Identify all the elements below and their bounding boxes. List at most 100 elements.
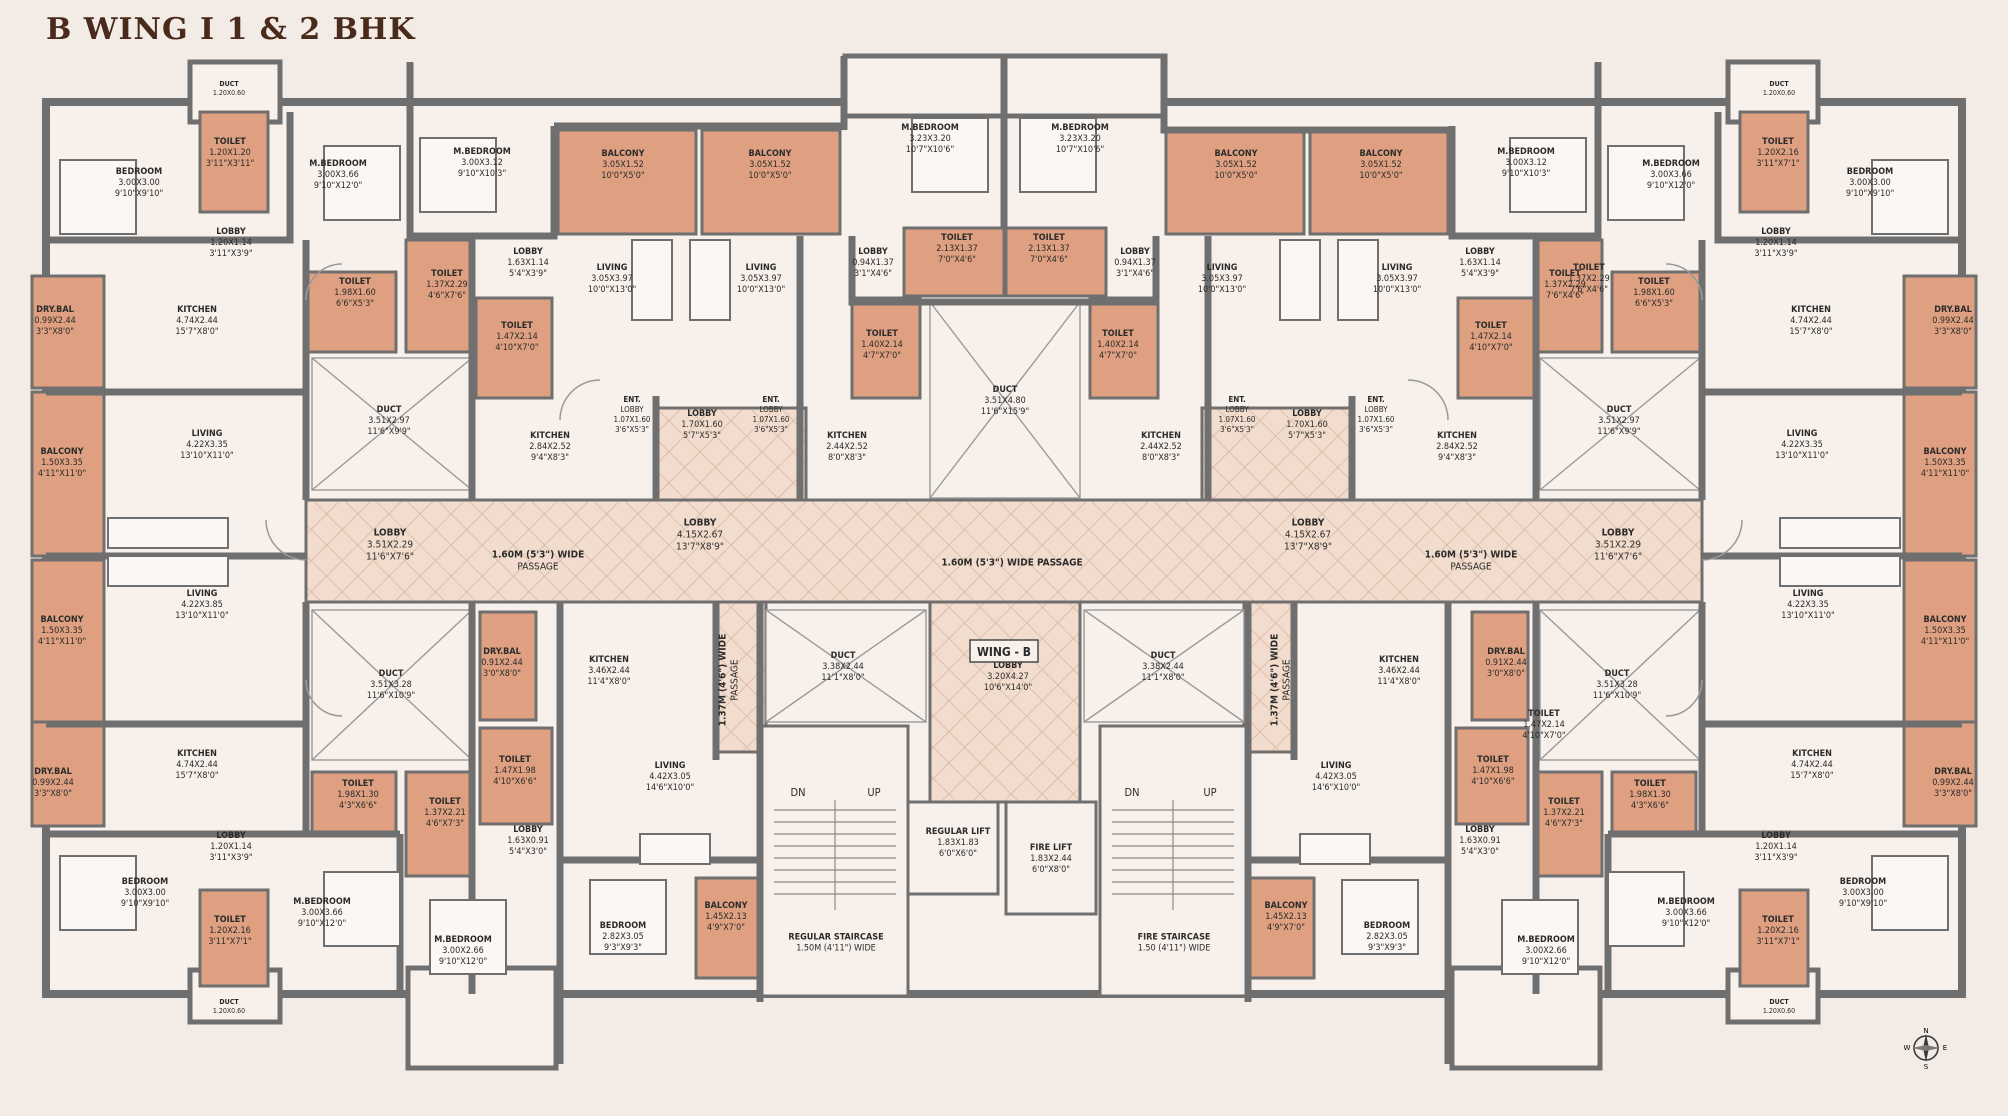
wing-tag: WING - B (969, 639, 1039, 663)
plan-title: B WING I 1 & 2 BHK (46, 12, 416, 47)
room-label: 1.37M (4'6") WIDEPASSAGE (1270, 634, 1293, 727)
fire-stair-dn: DN (1124, 786, 1139, 799)
ducts (311, 301, 1701, 761)
room-label: 1.60M (5'3") WIDE PASSAGE (941, 558, 1082, 569)
stair-arrows: DN UP DN UP (790, 786, 1216, 799)
furniture (59, 117, 1949, 975)
wet-areas (30, 110, 1978, 988)
fire-stair-up: UP (1203, 786, 1216, 799)
compass-icon: N S E W (1904, 1026, 1948, 1071)
compass-e: E (1943, 1044, 1947, 1052)
regular-stair-up: UP (867, 786, 880, 799)
compass-s: S (1924, 1063, 1929, 1070)
